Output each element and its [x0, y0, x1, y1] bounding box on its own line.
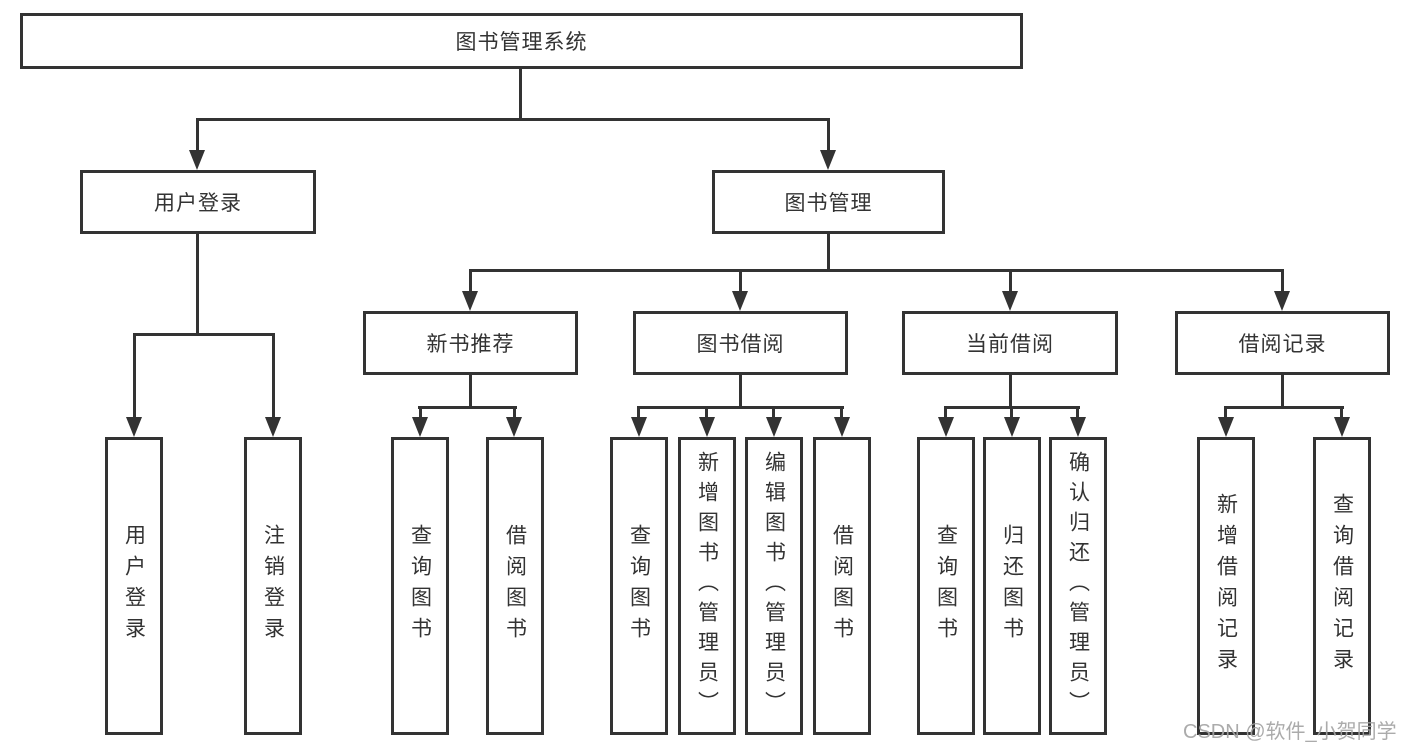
arrowhead-icon [1004, 417, 1020, 437]
leaf-query-books-2: 查询图书 [610, 437, 668, 735]
connector-line [196, 118, 199, 152]
connector-line [469, 269, 472, 293]
connector-line [1009, 374, 1012, 408]
connector-line [419, 406, 422, 420]
leaf-query-borrow-record-label: 查询借阅记录 [1330, 493, 1354, 679]
connector-line [637, 406, 844, 409]
arrowhead-icon [412, 417, 428, 437]
arrowhead-icon [1218, 417, 1234, 437]
connector-line [133, 333, 136, 419]
leaf-query-books-3-label: 查询图书 [934, 524, 958, 648]
connector-line [133, 333, 274, 336]
connector-line [513, 406, 516, 420]
node-user-login-label: 用户登录 [154, 192, 242, 215]
leaf-query-books-3: 查询图书 [917, 437, 975, 735]
connector-line [739, 269, 742, 293]
node-user-login: 用户登录 [80, 170, 316, 234]
leaf-add-borrow-record-label: 新增借阅记录 [1214, 493, 1238, 679]
connector-line [1281, 374, 1284, 408]
connector-line [1340, 406, 1343, 420]
leaf-borrow-books-2: 借阅图书 [813, 437, 871, 735]
connector-line [196, 233, 199, 335]
node-root-label: 图书管理系统 [455, 31, 588, 54]
arrowhead-icon [1334, 417, 1350, 437]
arrowhead-icon [631, 417, 647, 437]
arrowhead-icon [699, 417, 715, 437]
connector-line [1281, 269, 1284, 293]
leaf-borrow-books-1-label: 借阅图书 [503, 524, 527, 648]
leaf-return-books-label: 归还图书 [1000, 524, 1024, 648]
arrowhead-icon [462, 291, 478, 311]
arrowhead-icon [265, 417, 281, 437]
leaf-add-borrow-record: 新增借阅记录 [1197, 437, 1255, 735]
arrowhead-icon [766, 417, 782, 437]
connector-line [944, 406, 947, 420]
node-book-management-label: 图书管理 [784, 192, 873, 215]
leaf-confirm-return-admin: 确认归还（管理员） [1049, 437, 1107, 735]
connector-line [469, 374, 472, 408]
arrowhead-icon [820, 150, 836, 170]
leaf-borrow-books-2-label: 借阅图书 [830, 524, 854, 648]
node-new-book-recommend: 新书推荐 [363, 311, 578, 375]
leaf-query-books-1: 查询图书 [391, 437, 449, 735]
connector-line [196, 118, 830, 121]
connector-line [827, 233, 830, 271]
leaf-logout-label: 注销登录 [261, 524, 285, 648]
leaf-user-login: 用户登录 [105, 437, 163, 735]
arrowhead-icon [834, 417, 850, 437]
connector-line [272, 333, 275, 419]
arrowhead-icon [506, 417, 522, 437]
connector-line [469, 269, 1283, 272]
node-current-borrow: 当前借阅 [902, 311, 1118, 375]
leaf-borrow-books-1: 借阅图书 [486, 437, 544, 735]
connector-line [1076, 406, 1079, 420]
leaf-confirm-return-admin-label: 确认归还（管理员） [1066, 451, 1090, 721]
node-current-borrow-label: 当前借阅 [966, 333, 1054, 356]
leaf-user-login-label: 用户登录 [122, 524, 146, 648]
connector-line [840, 406, 843, 420]
node-book-borrow-label: 图书借阅 [696, 333, 785, 356]
connector-line [772, 406, 775, 420]
connector-line [827, 118, 830, 152]
leaf-query-books-1-label: 查询图书 [408, 524, 432, 648]
arrowhead-icon [126, 417, 142, 437]
arrowhead-icon [189, 150, 205, 170]
arrowhead-icon [1274, 291, 1290, 311]
leaf-query-books-2-label: 查询图书 [627, 524, 651, 648]
connector-line [519, 66, 522, 120]
connector-line [739, 374, 742, 408]
connector-line [418, 406, 517, 409]
connector-line [1010, 406, 1013, 420]
connector-line [1224, 406, 1344, 409]
arrowhead-icon [938, 417, 954, 437]
node-book-borrow: 图书借阅 [633, 311, 848, 375]
leaf-logout: 注销登录 [244, 437, 302, 735]
node-book-management: 图书管理 [712, 170, 945, 234]
leaf-add-books-admin: 新增图书（管理员） [678, 437, 736, 735]
arrowhead-icon [1002, 291, 1018, 311]
node-borrow-records-label: 借阅记录 [1238, 333, 1327, 356]
leaf-edit-books-admin-label: 编辑图书（管理员） [762, 451, 786, 721]
connector-line [637, 406, 640, 420]
arrowhead-icon [732, 291, 748, 311]
node-new-book-recommend-label: 新书推荐 [426, 333, 515, 356]
arrowhead-icon [1070, 417, 1086, 437]
leaf-query-borrow-record: 查询借阅记录 [1313, 437, 1371, 735]
connector-line [1224, 406, 1227, 420]
connector-line [1009, 269, 1012, 293]
csdn-watermark: CSDN @软件_小贺同学 [1183, 721, 1397, 743]
leaf-edit-books-admin: 编辑图书（管理员） [745, 437, 803, 735]
connector-line [705, 406, 708, 420]
node-root: 图书管理系统 [20, 13, 1023, 69]
node-borrow-records: 借阅记录 [1175, 311, 1390, 375]
leaf-return-books: 归还图书 [983, 437, 1041, 735]
leaf-add-books-admin-label: 新增图书（管理员） [695, 451, 719, 721]
